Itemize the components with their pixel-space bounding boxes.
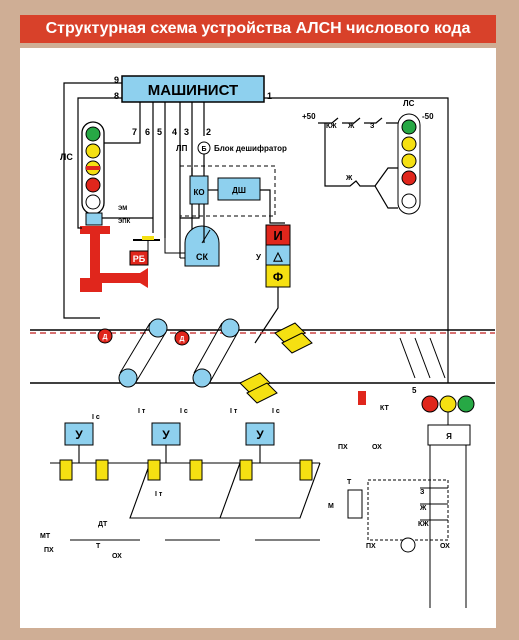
driver-block: МАШИНИСТ [121, 75, 265, 103]
svg-text:ЭПК: ЭПК [118, 219, 131, 225]
svg-text:Д: Д [180, 336, 185, 343]
svg-text:I т: I т [155, 491, 163, 498]
bottom-track-circuits [50, 445, 321, 541]
relay-contacts [318, 117, 398, 209]
svg-text:ПХ: ПХ [44, 547, 54, 554]
right-signal-lamp [397, 113, 421, 215]
svg-text:Ж: Ж [419, 505, 427, 512]
svg-text:РБ: РБ [133, 254, 146, 264]
svg-text:ПХ: ПХ [338, 444, 348, 451]
svg-text:+50: +50 [302, 112, 316, 121]
wire-number-1: 1 [267, 91, 272, 101]
diagram-board: МАШИНИСТ 9 8 1 7 6 5 4 3 2 [20, 48, 496, 628]
svg-text:I с: I с [180, 408, 188, 415]
svg-text:5: 5 [412, 386, 417, 395]
svg-text:I с: I с [272, 408, 280, 415]
svg-text:Б: Б [201, 146, 206, 153]
svg-text:И: И [273, 228, 282, 243]
driver-wires [63, 82, 449, 383]
receiver-unit-3: У [245, 422, 275, 446]
svg-text:ЭМ: ЭМ [118, 206, 127, 212]
receiver-unit-1: У [64, 422, 94, 446]
decoder-frame [179, 165, 276, 217]
amplifier-stack: И △ Ф [265, 224, 291, 288]
svg-text:Ж: Ж [347, 123, 355, 130]
kt-resistor [358, 391, 366, 405]
wayside-encoder-disk [400, 537, 416, 553]
svg-text:ДТ: ДТ [98, 521, 108, 528]
ya-relay: Я [427, 424, 471, 446]
svg-text:Ж: Ж [345, 175, 353, 182]
svg-text:I т: I т [230, 408, 238, 415]
rb-button-block: РБ [129, 236, 160, 266]
lp-label: ЛП [176, 144, 188, 153]
wire-number-3: 3 [184, 127, 189, 137]
svg-text:I с: I с [92, 414, 100, 421]
wheelset-left [118, 318, 168, 388]
receiver-unit-2: У [151, 422, 181, 446]
wire-number-9: 9 [114, 75, 119, 85]
svg-text:Т: Т [96, 543, 101, 550]
wire-number-7: 7 [132, 127, 137, 137]
receiver-coil-front [274, 322, 313, 354]
svg-text:З: З [370, 123, 375, 130]
receiver-coil-rear [239, 372, 278, 404]
driver-label: МАШИНИСТ [148, 82, 238, 99]
ko-block: КО [189, 175, 209, 205]
svg-text:МТ: МТ [40, 533, 51, 540]
svg-text:У: У [162, 428, 170, 442]
svg-text:М: М [328, 503, 334, 510]
svg-text:△: △ [272, 249, 283, 263]
svg-text:Ф: Ф [273, 270, 283, 284]
svg-text:КО: КО [193, 188, 204, 197]
wire-number-8: 8 [114, 91, 119, 101]
svg-text:-50: -50 [422, 112, 434, 121]
svg-text:З: З [420, 489, 425, 496]
wire-number-6: 6 [145, 127, 150, 137]
wayside-transformer: Т М [328, 479, 363, 519]
svg-text:СК: СК [196, 252, 208, 262]
b-node: Б [197, 141, 211, 155]
svg-text:У: У [75, 428, 83, 442]
wayside-relay-frame [367, 479, 449, 541]
svg-text:I т: I т [138, 408, 146, 415]
decoder-label: Блок дешифратор [214, 144, 287, 153]
speed-sensor-d2: Д [174, 330, 190, 346]
sk-block: СК [164, 225, 220, 267]
svg-text:ДШ: ДШ [232, 186, 246, 195]
dsh-block: ДШ [217, 177, 261, 201]
wire-number-5: 5 [157, 127, 162, 137]
svg-text:КЖ: КЖ [326, 123, 337, 130]
svg-text:ОХ: ОХ [372, 444, 382, 451]
svg-text:КТ: КТ [380, 405, 389, 412]
svg-text:Я: Я [446, 432, 452, 441]
wire-number-4: 4 [172, 127, 177, 137]
rail-insulators [59, 459, 313, 481]
svg-text:ОХ: ОХ [112, 553, 122, 560]
svg-text:Т: Т [347, 479, 352, 486]
wheelset-right [192, 318, 240, 388]
cab-signal [81, 121, 105, 215]
cab-signal-label: ЛС [60, 152, 73, 162]
svg-text:У: У [256, 428, 264, 442]
svg-text:ПХ: ПХ [366, 543, 376, 550]
diagram-svg: МАШИНИСТ 9 8 1 7 6 5 4 3 2 [30, 75, 495, 608]
svg-text:ОХ: ОХ [440, 543, 450, 550]
page-title: Структурная схема устройства АЛСН числов… [20, 15, 496, 43]
wayside-signal [421, 395, 475, 413]
wire-number-2: 2 [206, 127, 211, 137]
svg-text:КЖ: КЖ [418, 521, 429, 528]
speed-sensor-d1: Д [97, 328, 113, 344]
svg-text:ЛС: ЛС [403, 99, 415, 108]
amp-y-label: У [256, 253, 262, 262]
epk-valve: ЭМ ЭПК [80, 206, 148, 292]
svg-text:Д: Д [103, 334, 108, 341]
